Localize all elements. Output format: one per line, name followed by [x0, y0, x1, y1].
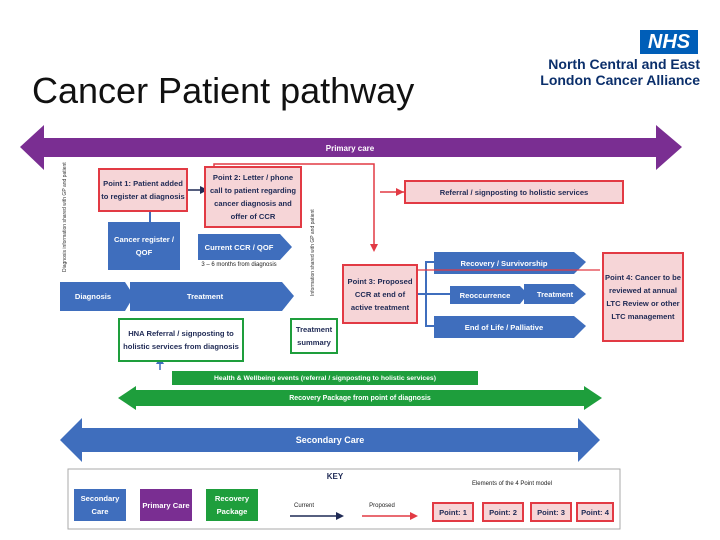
health-events-label: Health & Wellbeing events (referral / si… — [214, 374, 436, 382]
point3-bracket — [418, 261, 450, 327]
end-of-life-label: End of Life / Palliative — [464, 322, 544, 332]
key-recovery: Recovery Package — [206, 489, 258, 521]
org-line-1: North Central and East — [548, 56, 700, 72]
org-name: North Central and East London Cancer All… — [520, 56, 700, 88]
key-current: Current — [293, 502, 314, 509]
point2-box: Point 2: Letter / phone call to patient … — [204, 166, 302, 228]
secondary-care-arrow — [60, 418, 600, 462]
key-proposed: Proposed — [369, 502, 395, 509]
end-of-life-arrow — [434, 316, 586, 338]
key-point4: Point: 4 — [576, 502, 614, 522]
health-events-bar — [172, 371, 478, 385]
vtext-right: Information shared with GP and patient — [310, 209, 316, 296]
point1-box: Point 1: Patient added to register at di… — [98, 168, 188, 212]
key-title: KEY — [326, 471, 344, 481]
secondary-care-label: Secondary Care — [295, 434, 365, 445]
treatment2-label: Treatment — [536, 289, 574, 299]
reoccurrence-label: Reoccurrence — [459, 290, 511, 300]
current-ccr-label: Current CCR / QOF — [204, 242, 274, 252]
diagnosis-arrow — [60, 282, 134, 311]
recovery-package-arrow — [118, 386, 602, 410]
key-elements-label: Elements of the 4 Point model — [471, 480, 553, 487]
treatment-arrow — [130, 282, 294, 311]
org-line-2: London Cancer Alliance — [540, 72, 700, 88]
diagnosis-label: Diagnosis — [74, 292, 112, 301]
nhs-logo: NHS — [640, 30, 698, 54]
key-frame — [67, 468, 621, 530]
referral-box: Referral / signposting to holistic servi… — [404, 180, 624, 204]
treatment-summary-box: Treatment summary — [290, 318, 338, 354]
current-ccr-arrow — [198, 234, 292, 260]
primary-care-arrow — [20, 125, 682, 170]
point4-box: Point 4: Cancer to be reviewed at annual… — [602, 252, 684, 342]
key-point2: Point: 2 — [482, 502, 524, 522]
recovery-label: Recovery / Survivorship — [460, 258, 548, 268]
key-point3: Point: 3 — [530, 502, 572, 522]
key-point1: Point: 1 — [432, 502, 474, 522]
months-note: 3 – 6 months from diagnosis — [201, 261, 277, 268]
cancer-register-box: Cancer register / QOF — [108, 222, 180, 270]
recovery-arrow — [434, 252, 586, 274]
page-title: Cancer Patient pathway — [32, 70, 415, 111]
reoccurrence-arrow — [450, 286, 528, 304]
hna-box: HNA Referral / signposting to holistic s… — [118, 318, 244, 362]
primary-care-label: Primary care — [325, 143, 375, 153]
key-primary: Primary Care — [140, 489, 192, 521]
key-secondary: Secondary Care — [74, 489, 126, 521]
treatment2-arrow — [524, 284, 586, 304]
point3-box: Point 3: Proposed CCR at end of active t… — [342, 264, 418, 324]
treatment-label: Treatment — [186, 292, 224, 301]
recovery-package-label: Recovery Package from point of diagnosis — [289, 394, 431, 402]
vtext-left: Diagnosis information shared with GP and… — [62, 162, 68, 272]
